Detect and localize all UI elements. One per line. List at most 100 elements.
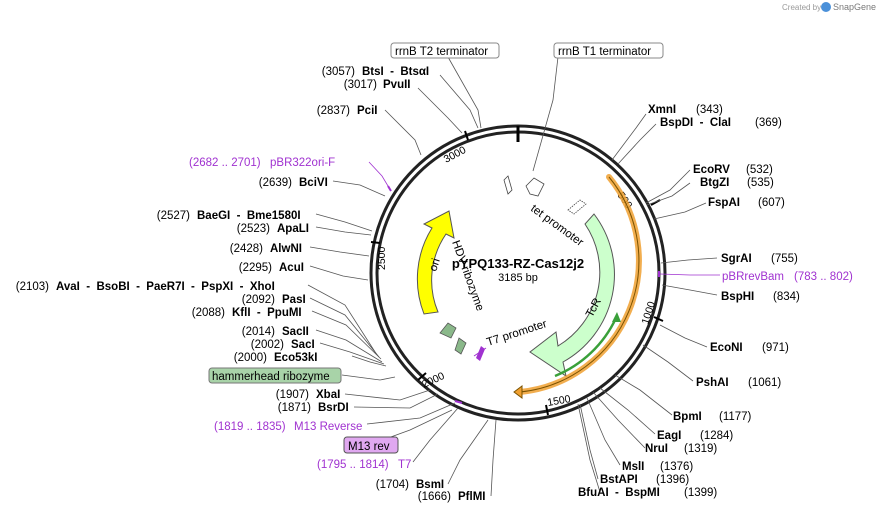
site-nrui-pos: (1319) xyxy=(684,443,717,455)
site-sgrai-name: SgrAI xyxy=(721,253,752,265)
t7-primer-pos: (1795 .. 1814) xyxy=(317,459,389,471)
m13rev-label: M13 rev xyxy=(348,441,390,453)
site-fspai-pos: (607) xyxy=(758,197,785,209)
site-bsmi-name: BsmI xyxy=(416,479,444,491)
ori-label: ori xyxy=(427,257,442,273)
m13reverse-pos: (1819 .. 1835) xyxy=(214,421,286,433)
site-btsi-name: BtsI - BtsαI xyxy=(362,66,429,78)
pbrrevbam-pos: (783 .. 802) xyxy=(794,271,853,283)
rrnb-t1-terminator-label: rrnB T1 terminator xyxy=(558,46,651,58)
site-bfuai-pos: (1399) xyxy=(684,487,717,499)
pbr322ori-pos: (2682 .. 2701) xyxy=(189,157,261,169)
site-alwni-name: AlwNI xyxy=(270,243,302,255)
orange-arc-core xyxy=(519,176,640,393)
site-sacii-pos: (2014) xyxy=(242,326,275,338)
m13rev-box[interactable] xyxy=(343,436,399,454)
hdv-ribozyme-feature[interactable] xyxy=(454,337,467,355)
site-xbai-pos: (1907) xyxy=(276,389,309,401)
site-xmni-name: XmnI xyxy=(648,104,676,116)
site-bspdi-name: BspDI - ClaI xyxy=(660,117,731,129)
site-sacii-name: SacII xyxy=(282,326,309,338)
m13reverse-primer-mark[interactable] xyxy=(454,400,463,404)
site-btsi-pos: (3057) xyxy=(322,66,355,78)
orange-arc-arrowhead xyxy=(513,385,523,399)
site-eagi-name: EagI xyxy=(657,430,681,442)
site-pcii-pos: (2837) xyxy=(317,105,350,117)
sites-right: XmnI (343) BspDI - ClaI (369) EcoRV (532… xyxy=(578,104,800,499)
site-xmni-pos: (343) xyxy=(696,104,723,116)
site-xbai-name: XbaI xyxy=(316,389,340,401)
site-nrui-name: NruI xyxy=(645,443,668,455)
site-eco53ki-name: Eco53kI xyxy=(274,352,317,364)
site-fspai-name: FspAI xyxy=(708,197,740,209)
tick-2500: 2500 xyxy=(376,246,388,270)
site-pflmi-pos: (1666) xyxy=(418,491,451,503)
site-bsphi-name: BspHI xyxy=(721,291,754,303)
ori-feature[interactable] xyxy=(416,210,455,315)
site-pasi-pos: (2092) xyxy=(242,294,275,306)
site-btgzi-name: BtgZI xyxy=(700,177,729,189)
site-alwni-pos: (2428) xyxy=(230,243,263,255)
pbr322ori-primer-mark[interactable] xyxy=(387,185,392,192)
rrnb-t2-terminator-feature[interactable] xyxy=(503,175,513,195)
site-acui-name: AcuI xyxy=(279,262,304,274)
plasmid-length: 3185 bp xyxy=(498,272,538,284)
tet-promoter-feature[interactable] xyxy=(567,199,587,215)
site-pvuii-pos: (3017) xyxy=(344,79,377,91)
site-avai-name: AvaI - BsoBI - PaeR7I - PspXI - XhoI xyxy=(56,281,275,293)
site-pflmi-name: PflMI xyxy=(458,491,485,503)
rrnb-t1-terminator-feature[interactable] xyxy=(525,177,545,197)
hammerhead-box[interactable] xyxy=(208,367,342,384)
tcr-feature[interactable] xyxy=(529,213,615,378)
rrnb-t2-box[interactable] xyxy=(390,42,500,59)
tet-promoter-label: tet promoter xyxy=(528,203,585,249)
site-econi-name: EcoNI xyxy=(710,342,743,354)
site-bfuai-name: BfuAI - BspMI xyxy=(578,487,660,499)
green-inner-arc[interactable] xyxy=(554,317,618,378)
hammerhead-ribozyme-feature[interactable] xyxy=(439,322,457,339)
m13reverse-name: M13 Reverse xyxy=(294,421,362,433)
pbrrevbam-name: pBRrevBam xyxy=(722,271,784,283)
plasmid-name: pYPQ133-RZ-Cas12j2 xyxy=(452,256,584,271)
credit-prefix: Created by xyxy=(782,3,821,12)
site-kfli-pos: (2088) xyxy=(192,307,225,319)
primer-labels: (2682 .. 2701) pBR322ori-F pBRrevBam (78… xyxy=(189,157,853,471)
credit-brand: SnapGene xyxy=(833,2,876,12)
site-avai-pos: (2103) xyxy=(16,281,49,293)
site-apali-name: ApaLI xyxy=(277,223,309,235)
site-eagi-pos: (1284) xyxy=(700,430,733,442)
sites-left: (3057) BtsI - BtsαI (3017) PvuII (2837) … xyxy=(16,66,486,503)
rrnb-t1-box[interactable] xyxy=(553,42,664,59)
site-saci-pos: (2002) xyxy=(251,339,284,351)
site-btgzi-pos: (535) xyxy=(747,177,774,189)
site-kfli-name: KflI - PpuMI xyxy=(232,307,302,319)
site-pcii-name: PciI xyxy=(357,105,377,117)
site-pvuii-name: PvuII xyxy=(383,79,410,91)
site-eco53ki-pos: (2000) xyxy=(234,352,267,364)
site-bsmi-pos: (1704) xyxy=(376,479,409,491)
site-bpmi-pos: (1177) xyxy=(719,411,752,423)
site-bcivi-pos: (2639) xyxy=(259,177,292,189)
leader-lines xyxy=(307,56,720,497)
site-pasi-name: PasI xyxy=(282,294,306,306)
site-bstapi-pos: (1396) xyxy=(656,474,689,486)
site-bspdi-pos: (369) xyxy=(755,117,782,129)
site-bsrdi-name: BsrDI xyxy=(318,402,349,414)
site-bsphi-pos: (834) xyxy=(773,291,800,303)
site-pshai-pos: (1061) xyxy=(748,377,781,389)
site-bsrdi-pos: (1871) xyxy=(278,402,311,414)
site-baegi-pos: (2527) xyxy=(157,210,190,222)
site-acui-pos: (2295) xyxy=(239,262,272,274)
site-bcivi-name: BciVI xyxy=(299,177,328,189)
t7-promoter-label: T7 promoter xyxy=(485,318,548,349)
site-pshai-name: PshAI xyxy=(696,377,729,389)
site-msli-pos: (1376) xyxy=(660,461,693,473)
pbr322ori-name: pBR322ori-F xyxy=(270,157,335,169)
hammerhead-ribozyme-label: hammerhead ribozyme xyxy=(212,371,330,383)
site-bstapi-name: BstAPI xyxy=(600,474,638,486)
site-sgrai-pos: (755) xyxy=(771,253,798,265)
rrnb-t2-terminator-label: rrnB T2 terminator xyxy=(395,46,488,58)
site-ecorv-name: EcoRV xyxy=(693,164,730,176)
site-saci-name: SacI xyxy=(291,339,315,351)
